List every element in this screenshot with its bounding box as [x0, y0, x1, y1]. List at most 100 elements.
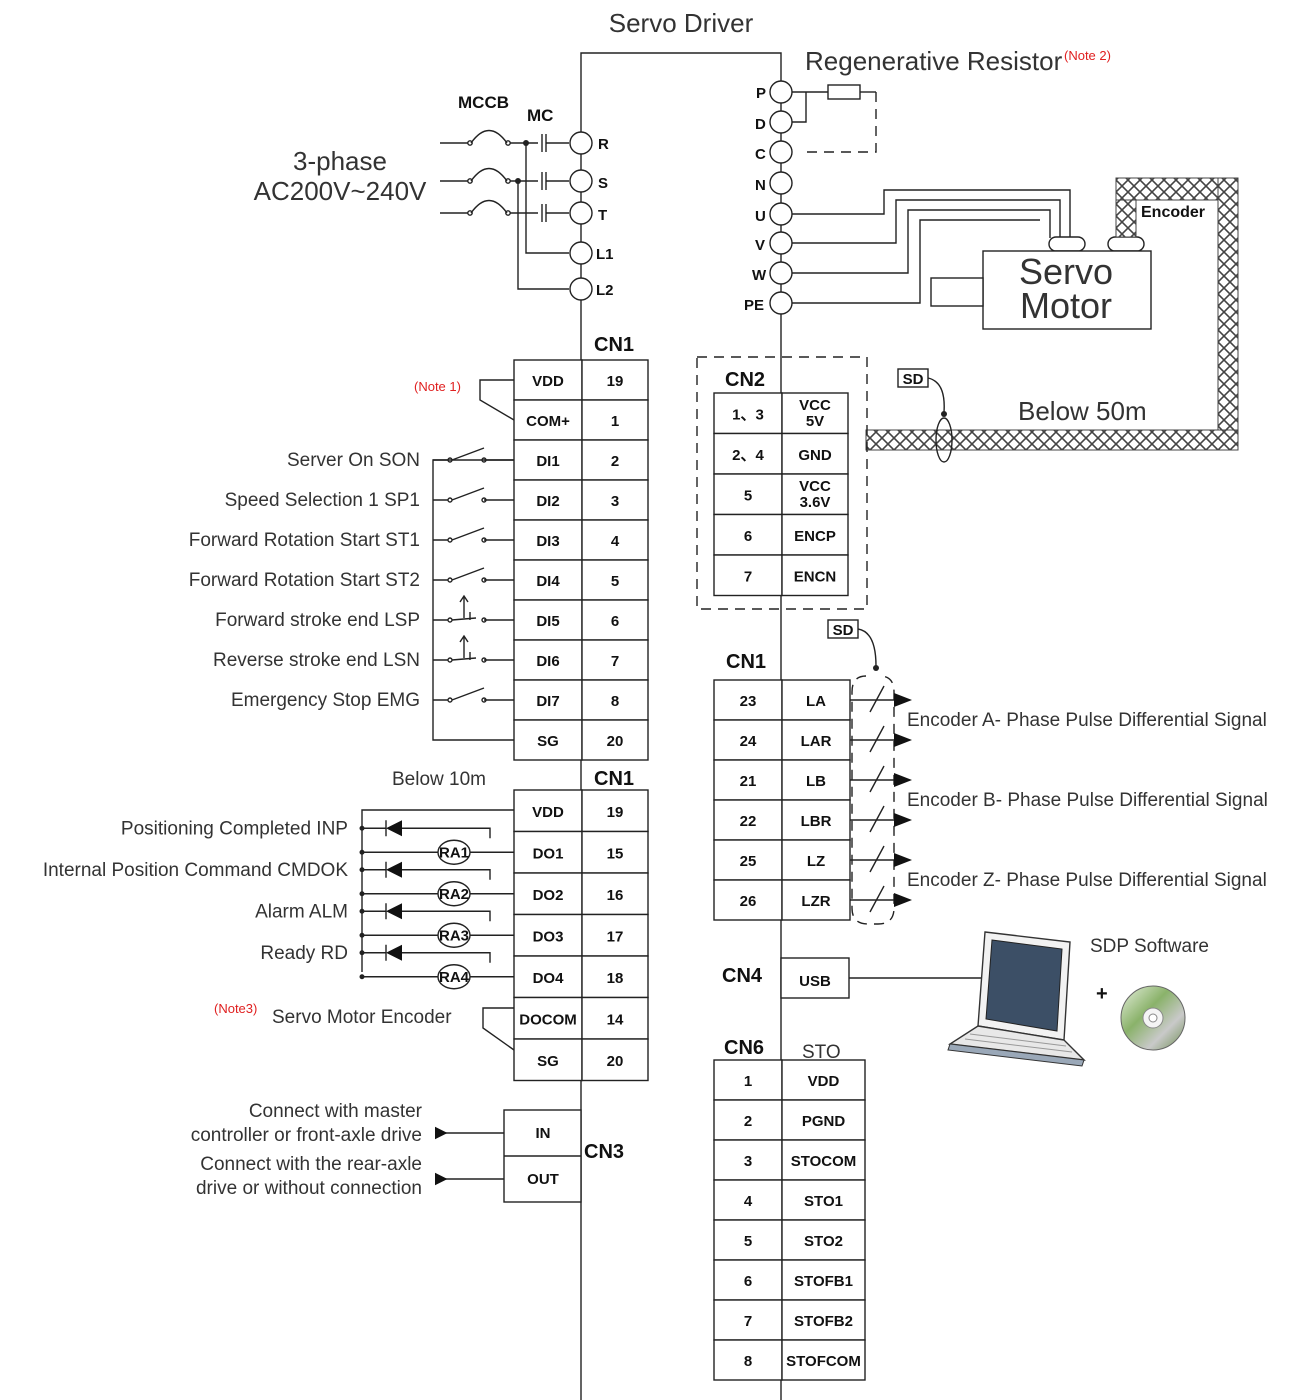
cn4-connector: CN4 USB SDP Software + — [722, 931, 1209, 1067]
cn6-name: STOCOM — [791, 1153, 857, 1170]
cn2-name: VCC — [799, 478, 831, 495]
cn6-name-cell — [781, 1099, 866, 1141]
cn6-pin: 5 — [744, 1233, 752, 1250]
svg-text:D: D — [755, 116, 766, 133]
cn1-enc-name: LAR — [801, 733, 832, 750]
power-input: 3-phase AC200V~240V MCCB MC R S T L1 L2 — [254, 93, 614, 301]
cn1-enc-name-cell — [781, 719, 851, 761]
cn6-name-cell — [781, 1139, 866, 1181]
cn2-pin: 5 — [744, 487, 752, 504]
cn1-in-pin: 2 — [611, 453, 619, 470]
switch-icon — [433, 487, 514, 503]
cn1-out-signal: Ready RD — [260, 943, 348, 964]
cn1-in-pin: 4 — [611, 533, 620, 550]
cn6-pin-cell — [713, 1299, 783, 1341]
regen-note: (Note 2) — [1064, 48, 1111, 63]
encoder-signal-label: Encoder Z- Phase Pulse Differential Sign… — [907, 870, 1267, 891]
cn6-name: STOFCOM — [786, 1353, 861, 1370]
cn1-out-name: DO3 — [533, 928, 564, 945]
cn1-out-pin-cell — [581, 872, 649, 916]
cn1-in-name: DI6 — [536, 653, 559, 670]
cn6-header: CN6 — [724, 1037, 764, 1059]
cn1-out-signal: Positioning Completed INP — [121, 818, 348, 839]
cn1-out-pin-cell — [581, 830, 649, 874]
cn6-pin: 2 — [744, 1113, 752, 1130]
cn6-name: PGND — [802, 1113, 846, 1130]
cn1-input-header: CN1 — [594, 334, 634, 356]
cn1-enc-pin: 21 — [740, 773, 757, 790]
cn1-out-name: VDD — [532, 804, 564, 821]
cn1-out-pin: 19 — [607, 804, 624, 821]
cn2-name-cell — [781, 513, 849, 556]
sd-label-top: SD — [903, 371, 924, 388]
cable-length-label: Below 50m — [1018, 396, 1147, 426]
cn6-pin: 3 — [744, 1153, 752, 1170]
cn1-encoder-header: CN1 — [726, 651, 766, 673]
cn1-enc-pin-cell — [713, 799, 783, 841]
cn1-in-signal: Forward stroke end LSP — [215, 610, 420, 631]
cn1-out-name: DO1 — [533, 845, 564, 862]
cn1-out-pin: 15 — [607, 845, 624, 862]
cn1-in-pin: 5 — [611, 573, 619, 590]
note1-label: (Note 1) — [414, 379, 461, 394]
cn1-in-name-cell — [513, 519, 583, 561]
cn3-out-label: OUT — [527, 1171, 559, 1188]
regen-resistor-label: Regenerative Resistor — [805, 46, 1063, 76]
driver-title: Servo Driver — [609, 8, 754, 38]
cn6-pin-cell — [713, 1179, 783, 1221]
diode-icon — [359, 861, 491, 880]
cn6-pin-cell — [713, 1339, 783, 1381]
cn1-out-name-cell — [513, 1038, 583, 1082]
relay-coil-icon: RA3 — [359, 922, 514, 948]
svg-text:V: V — [755, 237, 765, 254]
cn1-output-block: Below 10m CN1 (Note3) Servo Motor Encode… — [43, 768, 649, 1082]
cn1-enc-name-cell — [781, 679, 851, 721]
encoder-signal-label: Encoder A- Phase Pulse Differential Sign… — [907, 710, 1267, 731]
plus-sign: + — [1096, 983, 1108, 1005]
cn1-in-name: DI1 — [536, 453, 559, 470]
cn1-in-pin: 20 — [607, 733, 624, 750]
switch-icon — [433, 687, 514, 703]
svg-text:C: C — [755, 146, 766, 163]
cn1-in-name: SG — [537, 733, 559, 750]
cn6-pin-cell — [713, 1219, 783, 1261]
cn1-enc-name: LB — [806, 773, 826, 790]
cn4-header: CN4 — [722, 965, 763, 987]
cn6-pin: 4 — [744, 1193, 753, 1210]
cn1-out-name: SG — [537, 1053, 559, 1070]
cn1-in-name: DI4 — [536, 573, 560, 590]
cn1-enc-name: LA — [806, 693, 826, 710]
cn6-pin: 6 — [744, 1273, 752, 1290]
cn1-out-pin: 18 — [607, 970, 624, 987]
cn1-in-pin: 6 — [611, 613, 619, 630]
svg-text:U: U — [755, 208, 766, 225]
cn1-in-pin-cell — [581, 479, 649, 521]
cn6-pin-cell — [713, 1259, 783, 1301]
note3-label: (Note3) — [214, 1001, 257, 1016]
svg-text:T: T — [598, 207, 607, 224]
cn6-pin-cell — [713, 1059, 783, 1101]
relay-coil-icon: RA1 — [359, 839, 514, 865]
cn1-out-name: DO2 — [533, 887, 564, 904]
svg-text:R: R — [598, 136, 609, 153]
cn6-pin: 1 — [744, 1073, 752, 1090]
cn1-in-pin-cell — [581, 359, 649, 401]
cn2-name-cell — [781, 473, 849, 516]
motor-label-1: Servo — [1019, 251, 1113, 292]
usb-label: USB — [799, 973, 831, 990]
cn6-name: STOFB2 — [794, 1313, 853, 1330]
cn1-in-name: VDD — [532, 373, 564, 390]
cn1-enc-pin: 25 — [740, 853, 757, 870]
cn3-in-label: IN — [536, 1125, 551, 1142]
cn2-name-cell — [781, 392, 849, 435]
cn1-in-name-cell — [513, 399, 583, 441]
cn1-in-name: COM+ — [526, 413, 570, 430]
supply-label-1: 3-phase — [293, 146, 387, 176]
cn2-name: GND — [798, 447, 832, 464]
motor-terminals: P D C N U V W PE Regenerative Resistor (… — [744, 46, 1239, 463]
cn2-pin-cell — [713, 432, 783, 475]
switch-icon — [433, 634, 514, 663]
